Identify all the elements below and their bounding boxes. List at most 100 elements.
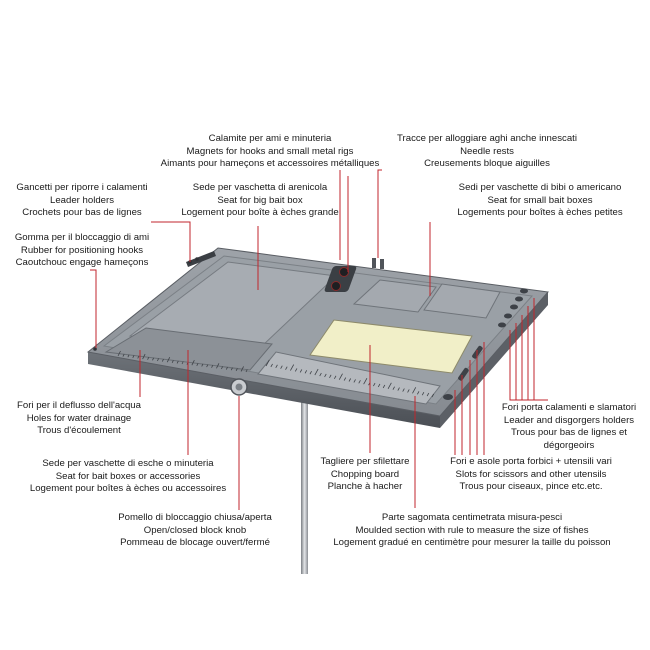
ruler-tick xyxy=(206,364,209,368)
ruler-tick xyxy=(392,386,395,390)
ruler-tick xyxy=(161,358,164,362)
ruler-tick xyxy=(363,378,368,385)
label-bait-accessories-en: Seat for bait boxes or accessories xyxy=(55,470,201,482)
magnet-1 xyxy=(339,267,349,277)
right-edge-holes xyxy=(498,288,528,328)
ruler-tick xyxy=(402,388,405,392)
label-magnets: Calamite per ami e minuteria Magnets for… xyxy=(135,133,405,171)
label-scissors-en: Slots for scissors and other utensils xyxy=(455,468,607,480)
label-needle-rests-en: Needle rests xyxy=(460,145,514,157)
ruler-tick xyxy=(117,350,121,357)
ruler-tick xyxy=(216,363,220,369)
label-rubber-hooks-it: Gomma per il bloccaggio di ami xyxy=(14,232,150,243)
label-magnets-fr: Aimants pour hameçons et accessoires mét… xyxy=(160,158,380,170)
bait-accessories-seat xyxy=(104,327,273,371)
label-bait-accessories: Sede per vaschette di esche o minuteria … xyxy=(8,458,248,496)
label-leader-holders-en: Leader holders xyxy=(49,194,114,206)
ruler-tick xyxy=(407,389,410,393)
ruler-tick xyxy=(275,364,278,369)
label-rubber-hooks-en: Rubber for positioning hooks xyxy=(20,244,144,256)
chopping-board xyxy=(309,319,473,374)
leader-lines xyxy=(90,169,548,510)
label-chopping-board-en: Chopping board xyxy=(330,468,400,480)
small-bait-box-seat-1 xyxy=(352,279,437,313)
ruler-tick xyxy=(127,354,130,358)
ruler-tick xyxy=(240,366,244,372)
label-scissors-fr: Trous pour ciseaux, pince etc.etc. xyxy=(459,481,603,493)
ruler-tick xyxy=(334,375,337,379)
ruler-tick xyxy=(166,356,171,363)
ruler-tick xyxy=(324,373,327,378)
label-big-bait-box: Sede per vaschetta di arenicola Seat for… xyxy=(160,182,360,220)
label-leader-holders-fr: Crochets pour bas de lignes xyxy=(22,207,142,219)
ruler-tick xyxy=(309,371,312,375)
ruler-tick xyxy=(122,353,125,357)
label-small-bait-boxes-it: Sedi per vaschette di bibi o americano xyxy=(458,182,622,193)
label-big-bait-box-fr: Logement pour boîte à èches grande xyxy=(181,207,339,219)
ruler-tick xyxy=(181,361,184,365)
drain-hole-2 xyxy=(195,257,199,261)
label-disgorgers-fr2: dégorgeoirs xyxy=(543,439,595,451)
label-knob: Pomello di bloccaggio chiusa/aperta Open… xyxy=(95,512,295,550)
label-knob-fr: Pommeau de blocage ouvert/fermé xyxy=(120,537,270,549)
label-needle-rests: Tracce per alloggiare aghi anche innesca… xyxy=(372,133,602,171)
ruler-tick xyxy=(382,384,386,389)
label-disgorgers-en: Leader and disgorgers holders xyxy=(503,414,635,426)
needle-rest-1 xyxy=(372,258,376,268)
ruler-tick xyxy=(426,392,430,397)
drain-hole-3 xyxy=(93,347,97,351)
ruler-tick xyxy=(191,360,195,366)
rubber-strip xyxy=(186,251,216,267)
ruler-tick xyxy=(152,357,155,361)
label-disgorgers: Fori porta calamenti e slamatori Leader … xyxy=(490,402,648,452)
label-bait-accessories-it: Sede per vaschette di esche o minuteria xyxy=(42,458,214,469)
label-magnets-en: Magnets for hooks and small metal rigs xyxy=(186,145,354,157)
label-knob-en: Open/closed block knob xyxy=(143,524,247,536)
label-chopping-board-it: Tagliere per sfilettare xyxy=(320,456,410,467)
ruler-tick xyxy=(417,391,420,395)
ruler-tick xyxy=(221,366,223,370)
ruler-tick xyxy=(245,369,248,373)
tray-right-edge xyxy=(440,292,548,428)
ruler-tick xyxy=(304,370,308,374)
ruler-tick xyxy=(280,365,283,369)
label-magnets-it: Calamite per ami e minuteria xyxy=(208,133,332,144)
ruler-tick xyxy=(319,372,322,377)
ruler-tick xyxy=(314,368,319,376)
label-rubber-hooks: Gomma per il bloccaggio di ami Rubber fo… xyxy=(4,232,160,270)
ruler-tick xyxy=(225,366,228,370)
label-leader-holders-it: Gancetti per riporre i calamenti xyxy=(16,182,148,193)
ruler-tick xyxy=(171,360,174,363)
ruler-tick xyxy=(353,379,356,383)
ruler-tick xyxy=(397,387,400,391)
ruler-tick xyxy=(343,377,347,381)
label-chopping-board: Tagliere per sfilettare Chopping board P… xyxy=(300,456,430,494)
ruler-tick xyxy=(235,368,238,371)
label-ruler-en: Moulded section with rule to measure the… xyxy=(355,524,589,536)
label-bait-accessories-fr: Logement pour boîtes à èches ou accessoi… xyxy=(29,483,227,495)
ruler-ticks xyxy=(117,350,435,398)
ruler-tick xyxy=(373,382,376,387)
label-drainage-fr: Trous d'écoulement xyxy=(37,425,121,437)
label-disgorgers-it: Fori porta calamenti e slamatori xyxy=(501,402,637,413)
label-drainage-en: Holes for water drainage xyxy=(26,412,132,424)
ruler-tick xyxy=(147,357,150,360)
ruler-tick xyxy=(201,363,204,367)
ruler-tick xyxy=(270,363,273,368)
ruler-tick xyxy=(196,363,199,367)
label-scissors-it: Fori e asole porta forbici + utensili va… xyxy=(450,456,612,467)
ruler-tick xyxy=(230,367,233,371)
ruler-tick xyxy=(294,368,298,372)
block-knob-center xyxy=(235,383,243,391)
ruler-tick xyxy=(377,383,381,388)
label-drainage: Fori per il deflusso dell'acqua Holes fo… xyxy=(4,400,154,438)
needle-rest-2 xyxy=(380,259,384,269)
ruler-tick xyxy=(387,382,392,389)
ruler-tick xyxy=(137,355,140,359)
ruler-tick xyxy=(299,369,303,373)
support-pole xyxy=(301,392,308,574)
label-disgorgers-fr: Trous pour bas de lignes et xyxy=(511,427,627,439)
ruler-tick xyxy=(176,360,179,364)
label-small-bait-boxes: Sedi per vaschette di bibi o americano S… xyxy=(440,182,640,220)
